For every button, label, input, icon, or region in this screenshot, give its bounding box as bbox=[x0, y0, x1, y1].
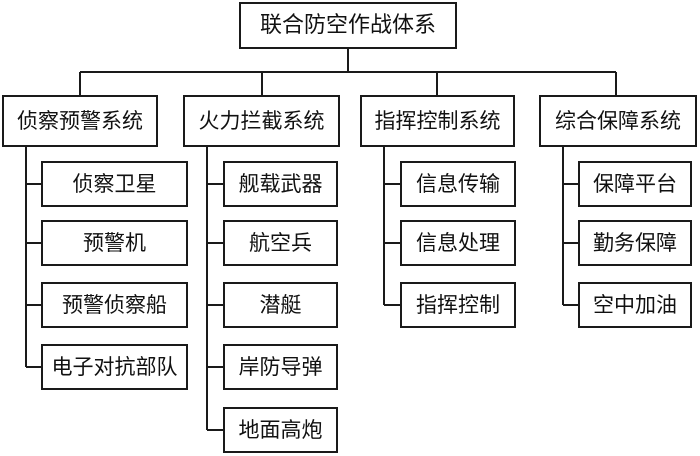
sub-node-coastal-missile: 岸防导弹 bbox=[223, 344, 338, 390]
sub-node-early-warning-aircraft: 预警机 bbox=[41, 220, 188, 266]
sub-node-recon-satellite: 侦察卫星 bbox=[41, 161, 188, 207]
sub-node-submarine: 潜艇 bbox=[223, 282, 338, 328]
sub-node-recon-ship: 预警侦察船 bbox=[41, 282, 188, 328]
sub-node-ground-aa-gun: 地面高炮 bbox=[223, 407, 338, 453]
sub-node-shipborne-weapons: 舰载武器 bbox=[223, 161, 338, 207]
system-node-comprehensive-support: 综合保障系统 bbox=[539, 95, 697, 147]
root-node-title: 联合防空作战体系 bbox=[239, 2, 457, 49]
sub-node-aerial-refueling: 空中加油 bbox=[578, 282, 692, 328]
sub-node-command-control: 指挥控制 bbox=[400, 282, 516, 328]
system-node-recon-warning: 侦察预警系统 bbox=[2, 95, 158, 147]
sub-node-logistics-support: 勤务保障 bbox=[578, 220, 692, 266]
sub-node-support-platform: 保障平台 bbox=[578, 161, 692, 207]
sub-node-air-force: 航空兵 bbox=[223, 220, 338, 266]
sub-node-info-processing: 信息处理 bbox=[400, 220, 516, 266]
system-node-command-control: 指挥控制系统 bbox=[360, 95, 515, 147]
sub-node-electronic-warfare: 电子对抗部队 bbox=[41, 344, 188, 390]
sub-node-info-transmission: 信息传输 bbox=[400, 161, 516, 207]
system-node-fire-interception: 火力拦截系统 bbox=[183, 95, 340, 147]
